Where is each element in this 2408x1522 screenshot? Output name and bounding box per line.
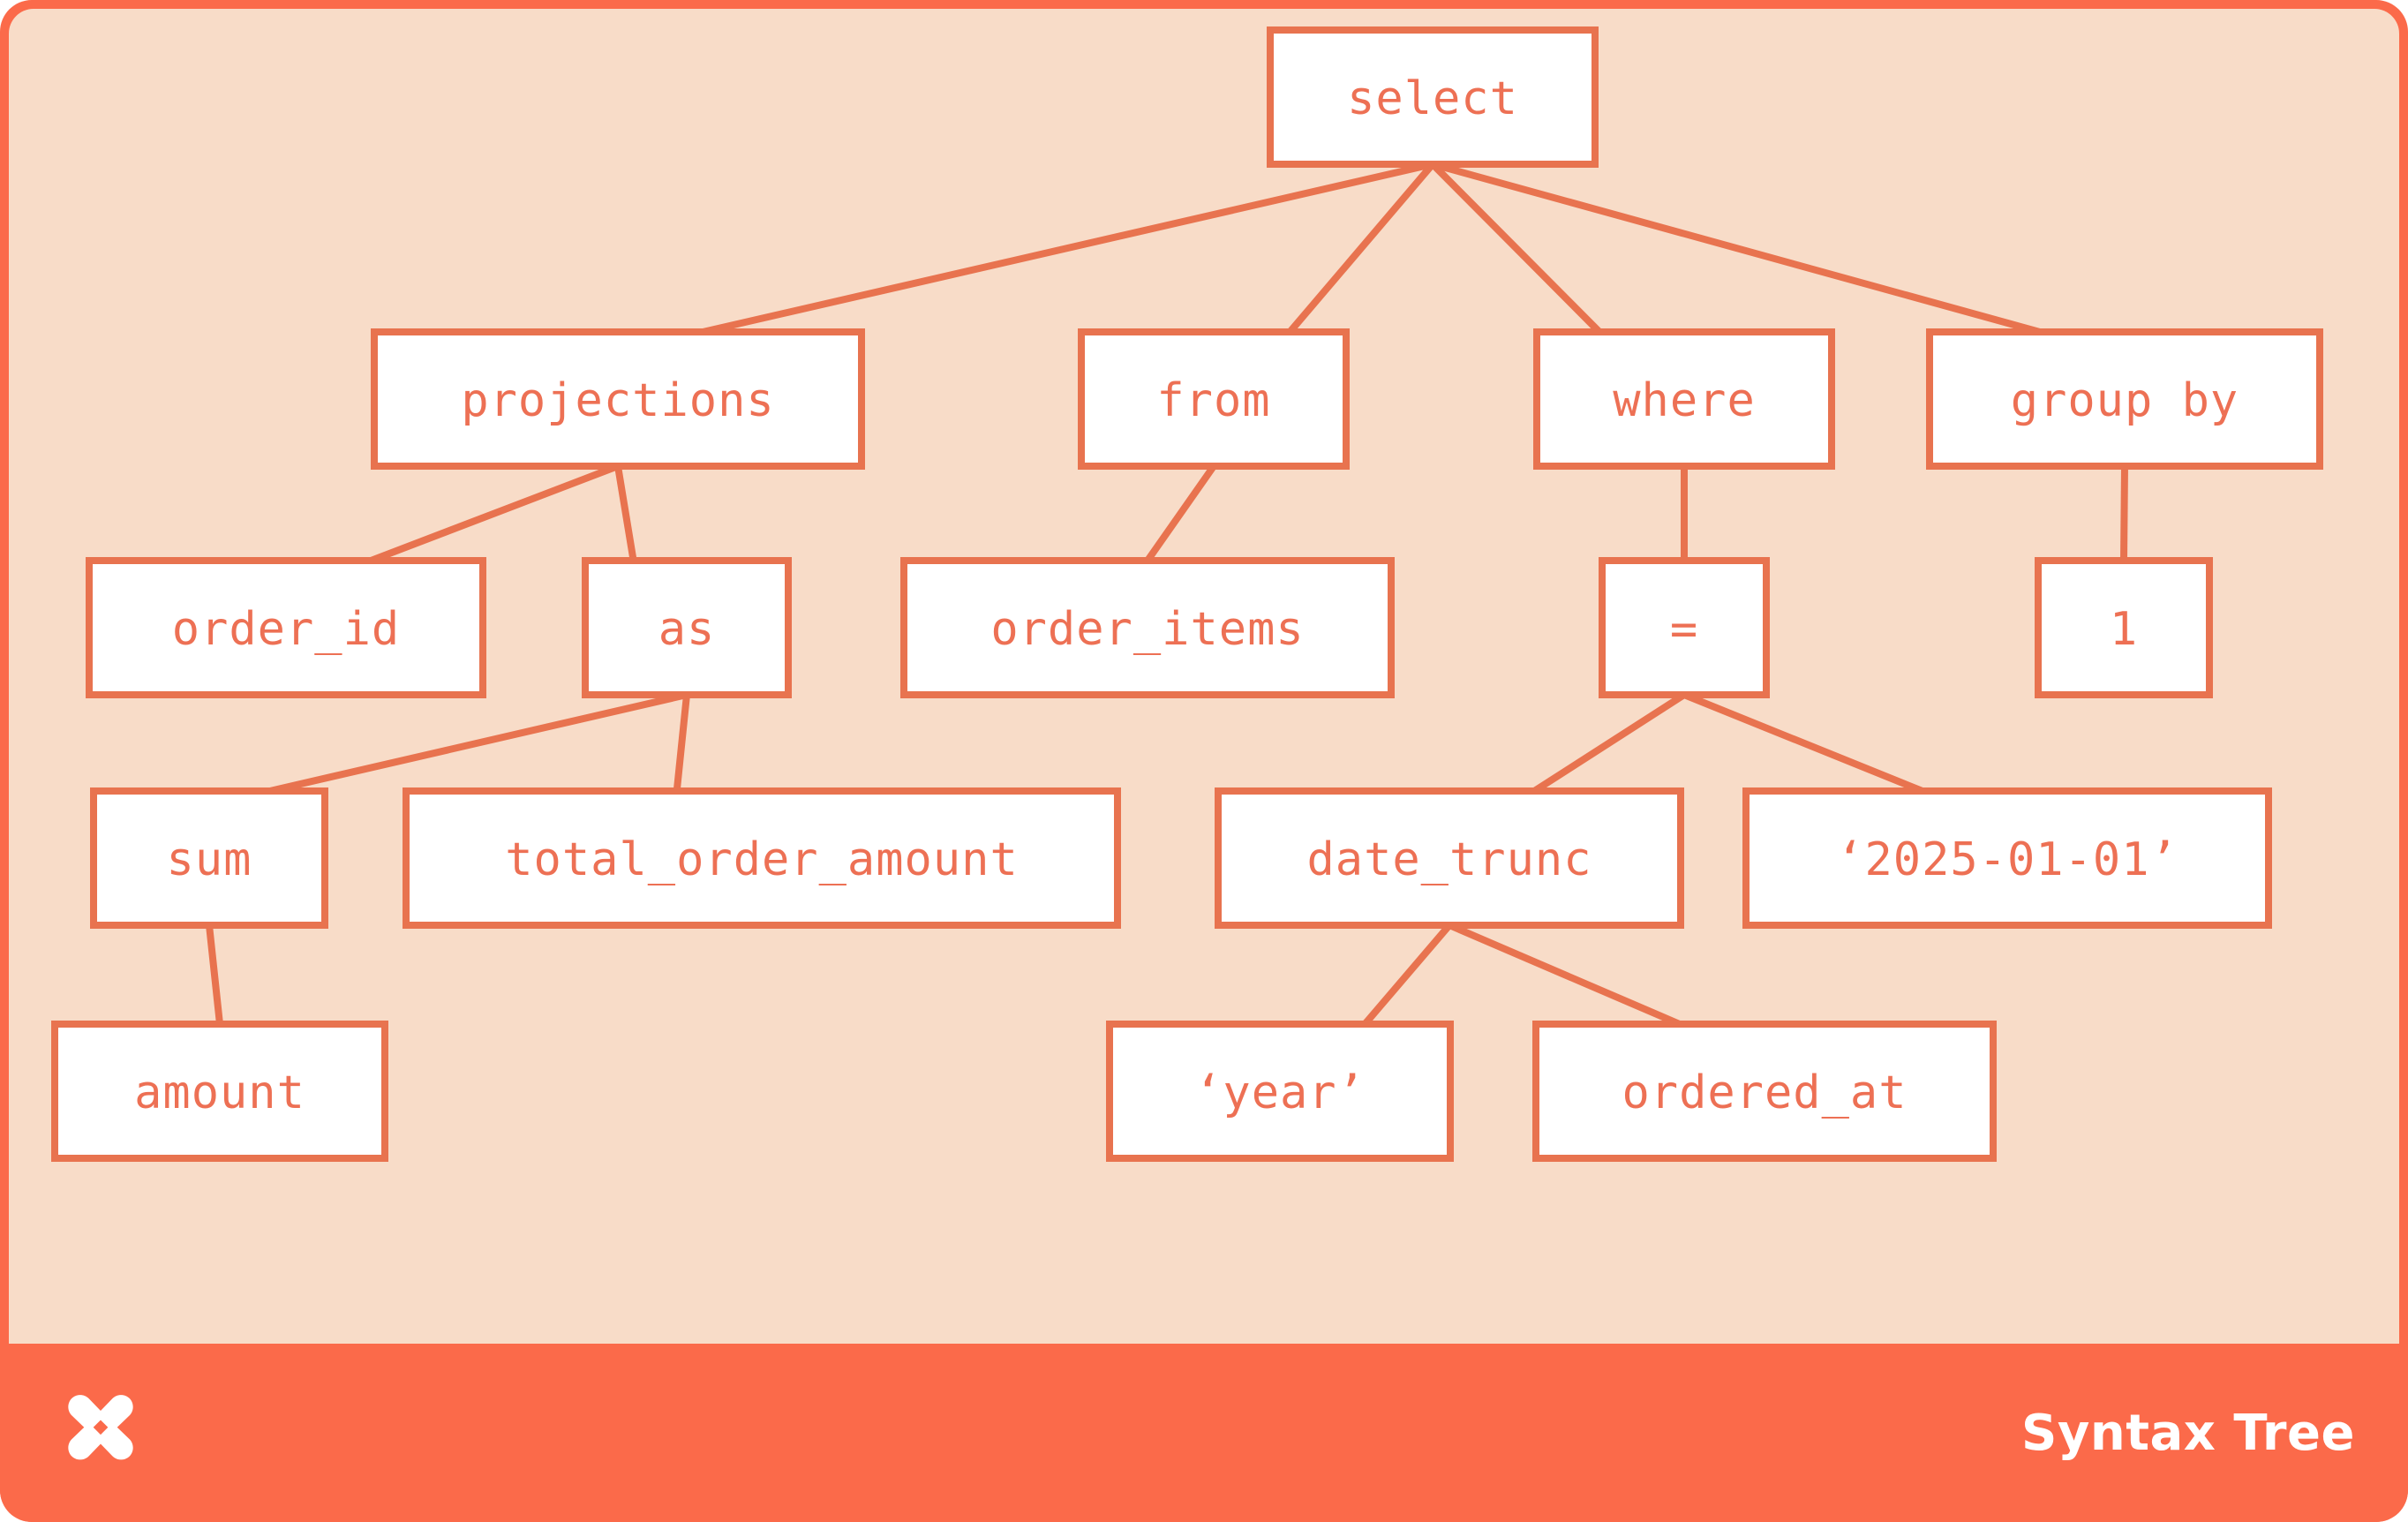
node-box-date_literal (1742, 787, 2272, 929)
node-layer: select projections from where group by order_… (51, 26, 2323, 1162)
tree-edge-projections-to-order_id (369, 463, 620, 564)
node-box-amount (51, 1021, 388, 1162)
tree-node-select[interactable]: select (1267, 26, 1599, 168)
node-box-order_id (86, 557, 486, 698)
tree-node-total_order_amount[interactable]: total_order_amount (403, 787, 1121, 929)
node-box-year_literal (1106, 1021, 1454, 1162)
node-label-order_items: order_items (990, 603, 1304, 656)
node-label-total_order_amount: total_order_amount (505, 833, 1019, 886)
node-box-eq (1599, 557, 1770, 698)
tree-node-group_by[interactable]: group by (1926, 328, 2323, 470)
tree-edge-as-to-total_order_amount (673, 694, 690, 792)
node-label-ordered_at: ordered_at (1622, 1066, 1907, 1119)
tree-node-date_trunc[interactable]: date_trunc (1215, 787, 1684, 929)
node-label-projections: projections (461, 374, 774, 427)
tree-node-order_items[interactable]: order_items (900, 557, 1395, 698)
node-label-group_by: group by (2011, 374, 2239, 427)
tree-node-from[interactable]: from (1078, 328, 1350, 470)
tree-edge-eq-to-date_literal (1682, 691, 1924, 795)
node-label-eq: = (1670, 603, 1698, 656)
syntax-tree-graphic: select projections from where group by order_… (51, 26, 2323, 1162)
tree-edge-sum-to-amount (206, 924, 223, 1025)
tree-node-projections[interactable]: projections (371, 328, 865, 470)
node-box-order_items (900, 557, 1395, 698)
node-label-from: from (1156, 374, 1270, 427)
node-box-from (1078, 328, 1350, 470)
node-label-year_literal: ‘year’ (1194, 1066, 1366, 1119)
tree-node-sum[interactable]: sum (90, 787, 328, 929)
x-star-logo-icon (68, 1395, 133, 1460)
node-box-select (1267, 26, 1599, 168)
tree-edge-select-to-group_by (1431, 161, 2041, 335)
tree-node-amount[interactable]: amount (51, 1021, 388, 1162)
tree-node-date_literal[interactable]: ‘2025-01-01’ (1742, 787, 2272, 929)
tree-edge-eq-to-date_trunc (1532, 691, 1687, 795)
node-label-amount: amount (134, 1066, 305, 1119)
edge-layer (206, 161, 2128, 1028)
node-label-as: as (658, 603, 716, 656)
node-box-date_trunc (1215, 787, 1684, 929)
tree-edge-group_by-to-one (2120, 465, 2128, 561)
node-box-as (582, 557, 792, 698)
tree-node-year_literal[interactable]: ‘year’ (1106, 1021, 1454, 1162)
tree-node-one[interactable]: 1 (2035, 557, 2213, 698)
tree-edge-as-to-sum (268, 691, 688, 795)
tree-node-where[interactable]: where (1533, 328, 1835, 470)
node-box-group_by (1926, 328, 2323, 470)
node-box-sum (90, 787, 328, 929)
node-box-total_order_amount (403, 787, 1121, 929)
node-label-date_trunc: date_trunc (1306, 833, 1592, 886)
footer-title: Syntax Tree (2020, 1404, 2355, 1462)
node-label-one: 1 (2110, 603, 2138, 656)
tree-edge-projections-to-as (614, 465, 637, 561)
footer-bar: Syntax Tree (0, 1344, 2408, 1522)
tree-edge-select-to-from (1287, 162, 1436, 335)
tree-edge-date_trunc-to-ordered_at (1448, 922, 1682, 1028)
tree-node-eq[interactable]: = (1599, 557, 1770, 698)
diagram-canvas: select projections from where group by order_… (9, 9, 2399, 1344)
tree-edge-select-to-where (1430, 162, 1602, 335)
node-box-ordered_at (1532, 1021, 1997, 1162)
node-label-where: where (1613, 374, 1756, 427)
tree-node-ordered_at[interactable]: ordered_at (1532, 1021, 1997, 1162)
tree-node-as[interactable]: as (582, 557, 792, 698)
tree-edge-date_trunc-to-year_literal (1362, 923, 1453, 1027)
node-label-select: select (1347, 72, 1518, 125)
node-box-where (1533, 328, 1835, 470)
tree-node-order_id[interactable]: order_id (86, 557, 486, 698)
node-box-one (2035, 557, 2213, 698)
node-label-date_literal: ‘2025-01-01’ (1836, 833, 2178, 886)
node-box-projections (371, 328, 865, 470)
tree-edge-select-to-projections (702, 161, 1434, 335)
tree-edge-from-to-order_items (1144, 463, 1217, 563)
node-label-order_id: order_id (172, 603, 400, 656)
node-label-sum: sum (167, 833, 252, 886)
